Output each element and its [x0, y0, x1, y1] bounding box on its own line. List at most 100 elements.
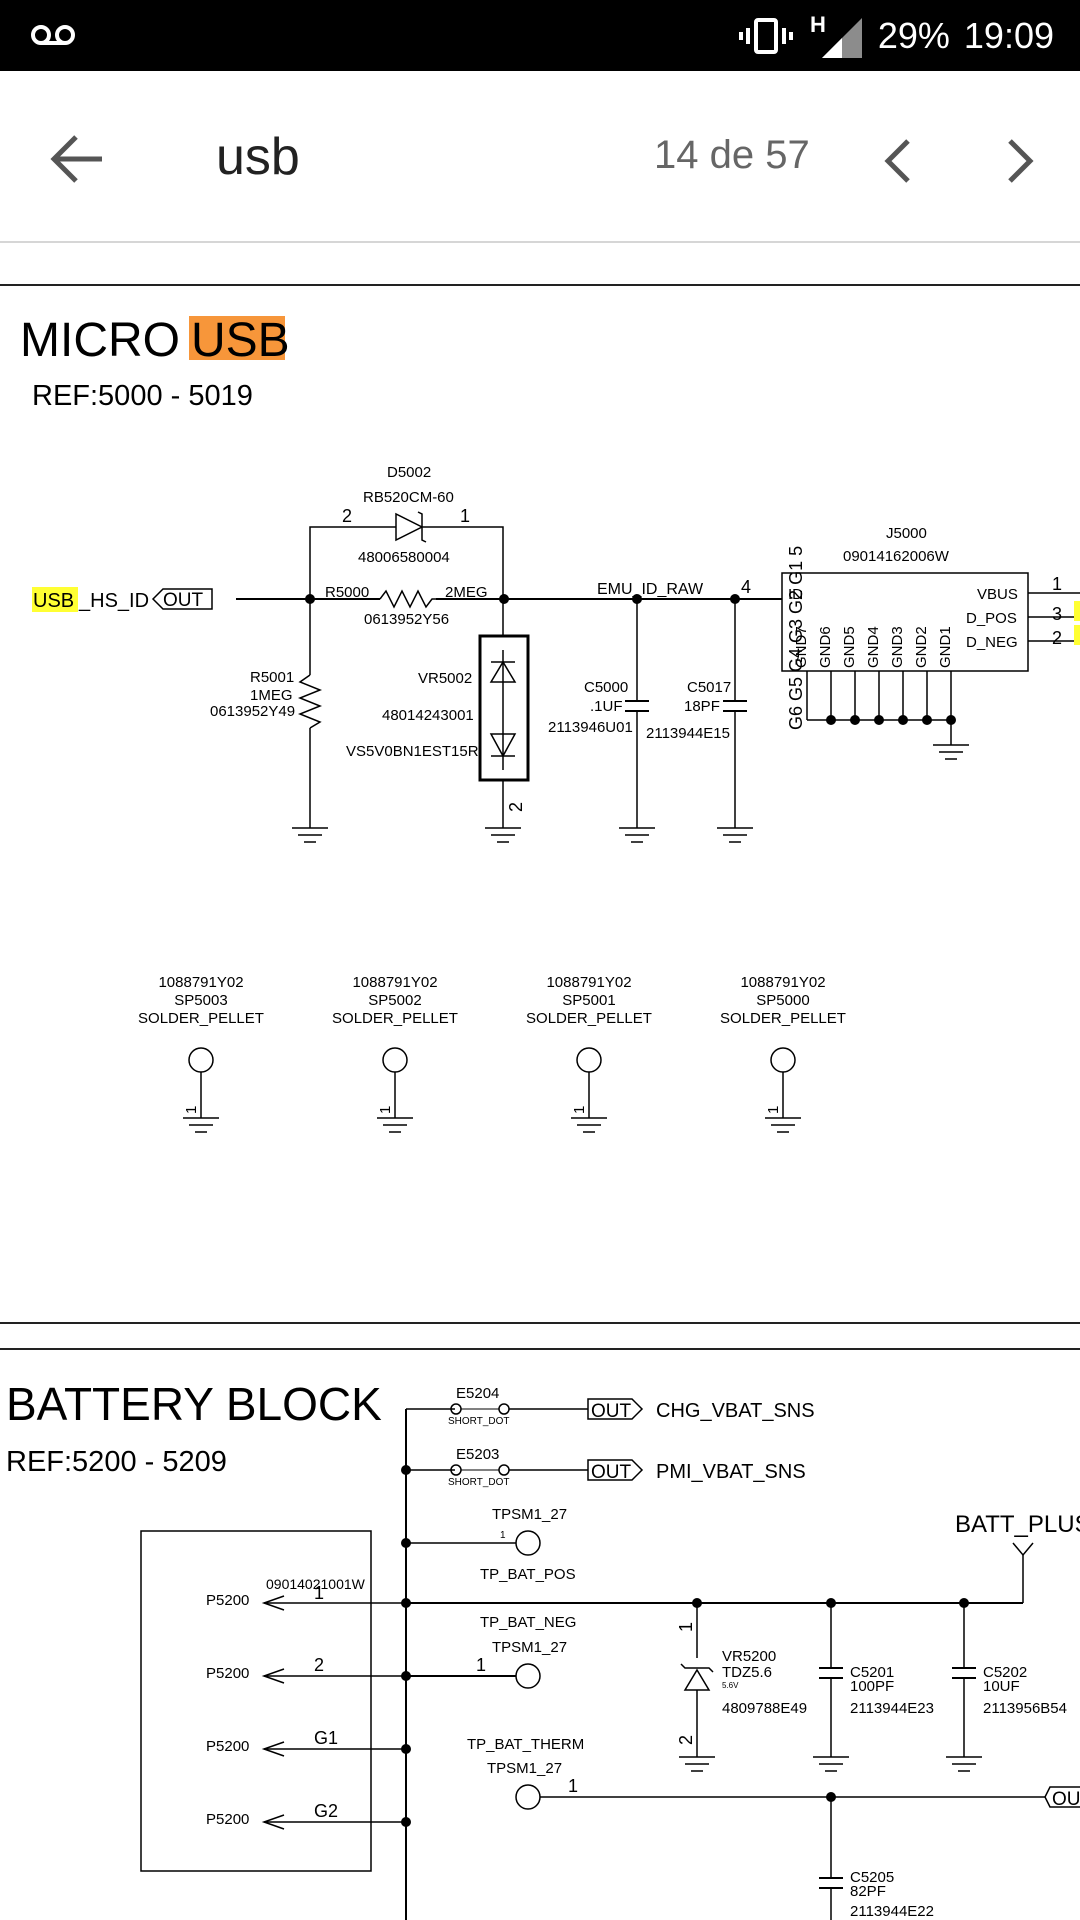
- search-query[interactable]: usb: [216, 128, 300, 186]
- ref-micro-usb: REF:5000 - 5019: [32, 380, 253, 412]
- p5200-g2: G2: [314, 1801, 338, 1821]
- c5205-value: 82PF: [850, 1883, 886, 1900]
- section-title-micro: MICRO: [20, 314, 180, 367]
- sp5002-label: SP5002: [368, 992, 421, 1009]
- sp5001-part: 1088791Y02: [546, 974, 631, 991]
- tp-bat-pos-label: TP_BAT_POS: [480, 1566, 576, 1583]
- j5000-dpos-pin: D_POS: [966, 610, 1017, 627]
- tp-neg-tpsm: TPSM1_27: [492, 1639, 567, 1656]
- sp5000-type: SOLDER_PELLET: [720, 1010, 846, 1027]
- tp-bat-neg-label: TP_BAT_NEG: [480, 1614, 576, 1631]
- c5201-value: 100PF: [850, 1678, 894, 1695]
- c5000-label: C5000: [584, 679, 628, 696]
- voicemail-icon: [31, 25, 75, 45]
- p5200-g1-label: P5200: [206, 1738, 249, 1755]
- c5202-part: 2113956B54: [983, 1700, 1067, 1717]
- c5000-part: 2113946U01: [548, 719, 633, 736]
- p5200-pin1-label: P5200: [206, 1592, 249, 1609]
- j5000-dneg-pin: D_NEG: [966, 634, 1018, 651]
- j5000-part: 09014162006W: [843, 548, 950, 565]
- j5000-id-pin: ID: [788, 586, 803, 603]
- d5002-part: 48006580004: [358, 549, 450, 566]
- c5205-label: C5205: [850, 1869, 894, 1886]
- sp5003-label: SP5003: [174, 992, 227, 1009]
- c5201-part: 2113944E23: [850, 1700, 934, 1717]
- tp-neg-pin: 1: [476, 1655, 486, 1675]
- vr5002-type: VS5V0BN1EST15R: [346, 743, 479, 760]
- p5200-g1: G1: [314, 1728, 338, 1748]
- previous-match-icon[interactable]: [870, 131, 930, 191]
- dneg-pin-number: 2: [1052, 628, 1062, 648]
- vr5200-part: 4809788E49: [722, 1700, 807, 1717]
- batt-plus-label: BATT_PLUS: [955, 1511, 1080, 1538]
- j5000-vbus-pin: VBUS: [977, 586, 1018, 603]
- tp-therm-pin: 1: [568, 1776, 578, 1796]
- r5001-label: R5001: [250, 669, 294, 686]
- c5201-label: C5201: [850, 1664, 894, 1681]
- vibrate-icon: [738, 18, 793, 54]
- r5000-label: R5000: [325, 584, 369, 601]
- battery-level: 29%: [877, 15, 950, 56]
- j5000-label: J5000: [886, 525, 927, 542]
- j5000-gnd5: GND5: [841, 626, 858, 668]
- sp5001-pin: 1: [571, 1106, 588, 1114]
- r5001-part: 0613952Y49: [210, 703, 295, 720]
- usb-hs-id-label: _HS_ID: [78, 590, 149, 612]
- sp5002-pin: 1: [377, 1106, 394, 1114]
- tp-pos-tpsm: TPSM1_27: [492, 1506, 567, 1523]
- c5202-value: 10UF: [983, 1678, 1020, 1695]
- emu-id-raw-label: EMU_ID_RAW: [597, 581, 704, 598]
- vr5002-part: 48014243001: [382, 707, 474, 724]
- usb-hs-id-match: USB: [33, 590, 74, 612]
- sp5000-part: 1088791Y02: [740, 974, 825, 991]
- clock: 19:09: [963, 15, 1054, 56]
- sp5000-pin: 1: [765, 1106, 782, 1114]
- j5000-gnd7: GND7: [793, 626, 810, 668]
- dpos-pin-number: 3: [1052, 604, 1062, 624]
- out-port-label: OUT: [163, 590, 204, 611]
- p5200-pin1: 1: [314, 1583, 324, 1603]
- p5200-g2-label: P5200: [206, 1811, 249, 1828]
- sp5002-type: SOLDER_PELLET: [332, 1010, 458, 1027]
- j5000-g-pin-numbers: G6 G5 G4 G3 G2 G1 5: [786, 546, 806, 730]
- next-match-icon[interactable]: [990, 131, 1050, 191]
- out-chg-port: OUT: [591, 1401, 632, 1422]
- tp-pos-pin: 1: [500, 1530, 506, 1541]
- vbus-pin-number: 1: [1052, 574, 1062, 594]
- j5000-gnd2: GND2: [913, 626, 930, 668]
- current-match-highlight: [189, 316, 285, 360]
- find-in-document-bar: usb 14 de 57: [0, 71, 1080, 243]
- e5204-label: E5204: [456, 1385, 499, 1402]
- sp5003-pin: 1: [183, 1106, 200, 1114]
- j5000-gnd3: GND3: [889, 626, 906, 668]
- d5002-label: D5002: [387, 464, 431, 481]
- r5000-value: 2MEG: [445, 584, 488, 601]
- section-title-battery: BATTERY BLOCK: [6, 1378, 382, 1430]
- e5203-label: E5203: [456, 1446, 499, 1463]
- d5002-type: RB520CM-60: [363, 489, 454, 506]
- vr5200-label: VR5200: [722, 1648, 776, 1665]
- c5017-label: C5017: [687, 679, 731, 696]
- network-type: H: [810, 12, 826, 37]
- out-therm-port: OU: [1052, 1789, 1080, 1810]
- section-title-usb-match: USB: [191, 314, 290, 367]
- vr5200-pin1: 1: [676, 1622, 696, 1632]
- r5001-value: 1MEG: [250, 687, 293, 704]
- sp5003-part: 1088791Y02: [158, 974, 243, 991]
- p5200-pin2: 2: [314, 1655, 324, 1675]
- sp5002-part: 1088791Y02: [352, 974, 437, 991]
- e5204-type: SHORT_DOT: [448, 1416, 510, 1427]
- vr5002-pin2: 2: [506, 802, 526, 812]
- c5017-value: 18PF: [684, 698, 720, 715]
- r5000-part: 0613952Y56: [364, 611, 449, 628]
- p5200-pin2-label: P5200: [206, 1665, 249, 1682]
- chg-vbat-sns-label: CHG_VBAT_SNS: [656, 1400, 815, 1422]
- schematic-page: MICRO USB REF:5000 - 5019 USB _HS_ID OUT…: [0, 284, 1080, 1920]
- match-highlight: [32, 587, 78, 612]
- back-arrow-icon[interactable]: [48, 129, 108, 189]
- j5000-gnd1: GND1: [937, 626, 954, 668]
- c5000-value: .1UF: [590, 698, 623, 715]
- document-viewer[interactable]: MICRO USB REF:5000 - 5019 USB _HS_ID OUT…: [0, 243, 1080, 1920]
- tp-bat-therm-label: TP_BAT_THERM: [467, 1736, 584, 1753]
- d5002-pin1: 1: [460, 506, 470, 526]
